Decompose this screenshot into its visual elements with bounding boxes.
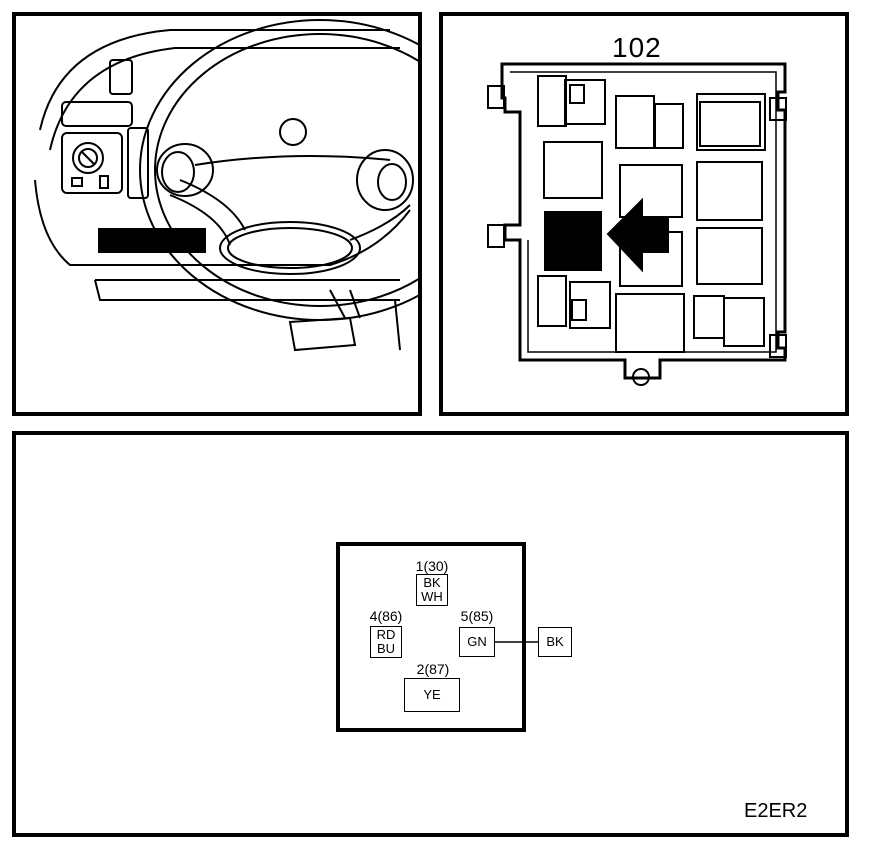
pin-1-color-2: WH [421,589,443,604]
ground-wire-terminal: BK [538,627,572,657]
dashboard-location-panel [12,12,422,416]
pin-1-terminal: BK WH [416,574,448,606]
ground-wire-color: BK [546,634,564,649]
pin-2-color-1: YE [423,687,441,702]
pin-4-color-2: BU [376,641,396,656]
pin-4-color-1: RD [376,627,396,642]
pin-4-label: 4(86) [369,608,403,624]
fusebox-illustration [487,62,787,386]
pin-5-label: 5(85) [460,608,494,624]
pin-5-color-1: GN [467,634,487,649]
pin-1-color-1: BK [423,575,441,590]
dashboard-illustration [34,19,418,352]
pin-2-label: 2(87) [416,661,450,677]
pin-4-terminal: RD BU [370,626,402,658]
figure-code: E2ER2 [744,800,808,822]
fusebox-number: 102 [612,32,662,63]
pin-5-terminal: GN [459,627,495,657]
relay-connector-panel [12,431,849,837]
relay-connector-diagram [336,542,540,732]
pin-1-label: 1(30) [415,558,449,574]
pin-2-terminal: YE [404,678,460,712]
